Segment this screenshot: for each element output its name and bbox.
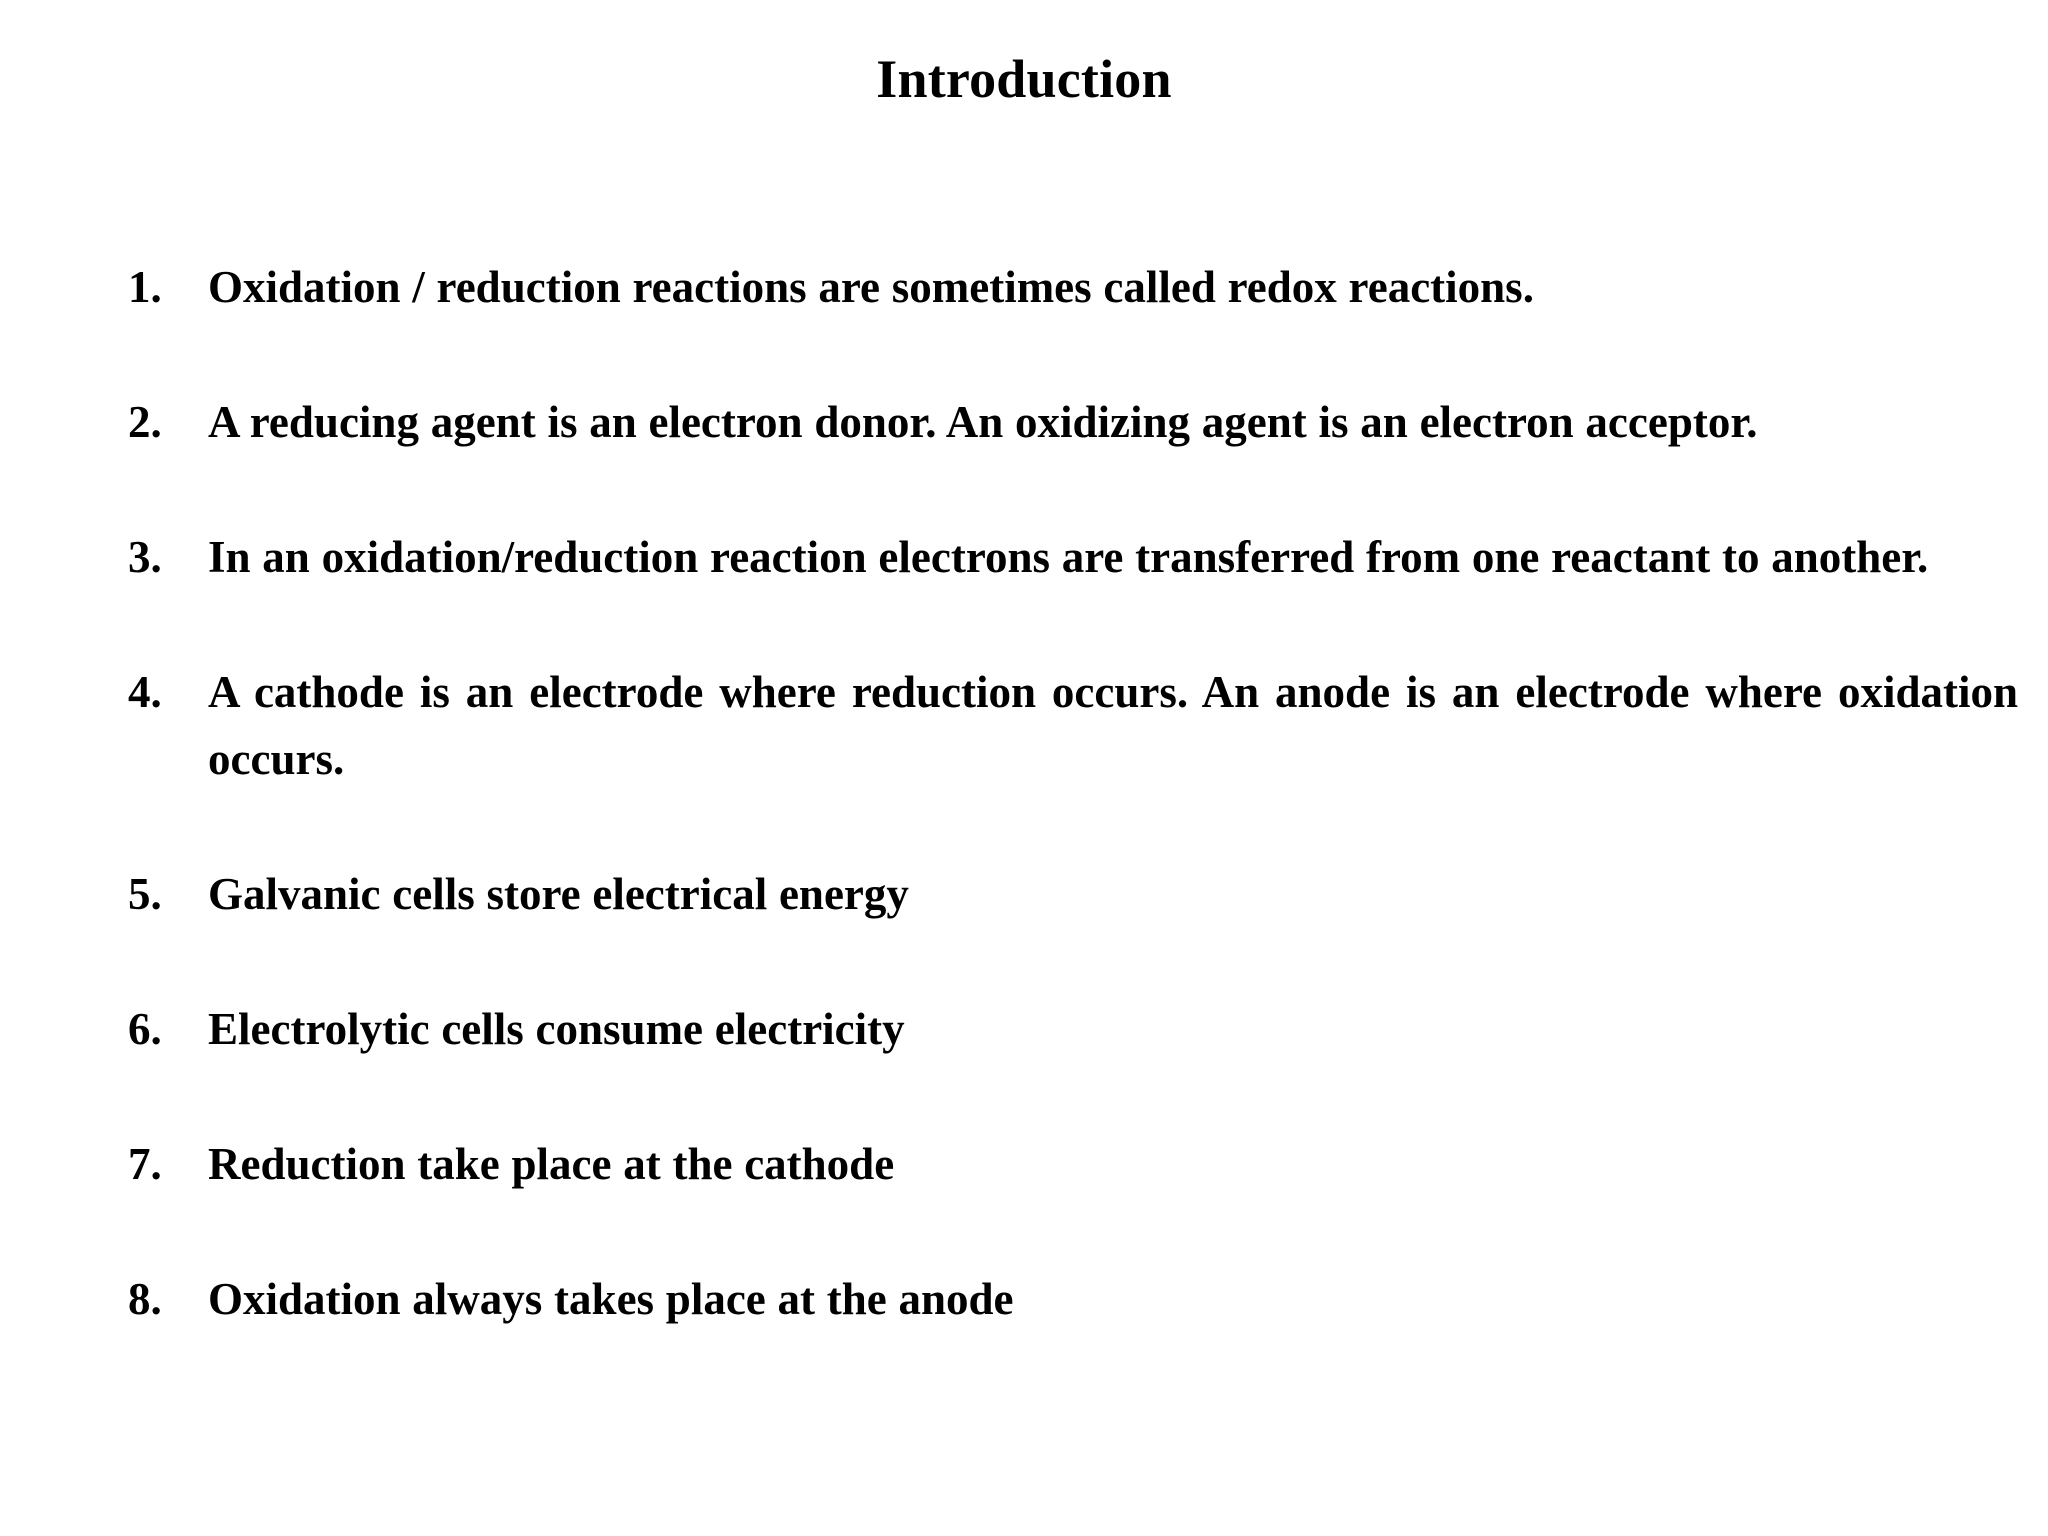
list-item-number: 7. — [128, 1139, 162, 1189]
list-item: 4. A cathode is an electrode where reduc… — [128, 659, 2018, 793]
list-item-number: 2. — [128, 397, 162, 447]
list-item-text: A cathode is an electrode where reductio… — [208, 667, 2018, 784]
list-item-number: 8. — [128, 1274, 162, 1324]
list-item-text: Reduction take place at the cathode — [208, 1139, 895, 1189]
list-item: 7. Reduction take place at the cathode — [128, 1131, 2018, 1198]
numbered-list: 1. Oxidation / reduction reactions are s… — [88, 254, 2018, 1333]
list-item-number: 6. — [128, 1004, 162, 1054]
list-item-text: In an oxidation/reduction reaction elect… — [208, 532, 1929, 582]
list-item: 2. A reducing agent is an electron donor… — [128, 389, 2018, 456]
list-item: 8. Oxidation always takes place at the a… — [128, 1266, 2018, 1333]
list-item-text: Galvanic cells store electrical energy — [208, 869, 909, 919]
list-item-text: A reducing agent is an electron donor. A… — [208, 397, 1758, 447]
list-item-number: 1. — [128, 262, 162, 312]
list-item-number: 4. — [128, 667, 162, 717]
page-title: Introduction — [876, 49, 1172, 109]
list-item: 5. Galvanic cells store electrical energ… — [128, 861, 2018, 928]
list-item-text: Oxidation always takes place at the anod… — [208, 1274, 1014, 1324]
list-item-text: Oxidation / reduction reactions are some… — [208, 262, 1534, 312]
list-item: 1. Oxidation / reduction reactions are s… — [128, 254, 2018, 321]
list-item-number: 3. — [128, 532, 162, 582]
list-item-text: Electrolytic cells consume electricity — [208, 1004, 905, 1054]
list-item-number: 5. — [128, 869, 162, 919]
list-item: 6. Electrolytic cells consume electricit… — [128, 996, 2018, 1063]
list-item: 3. In an oxidation/reduction reaction el… — [128, 524, 2018, 591]
